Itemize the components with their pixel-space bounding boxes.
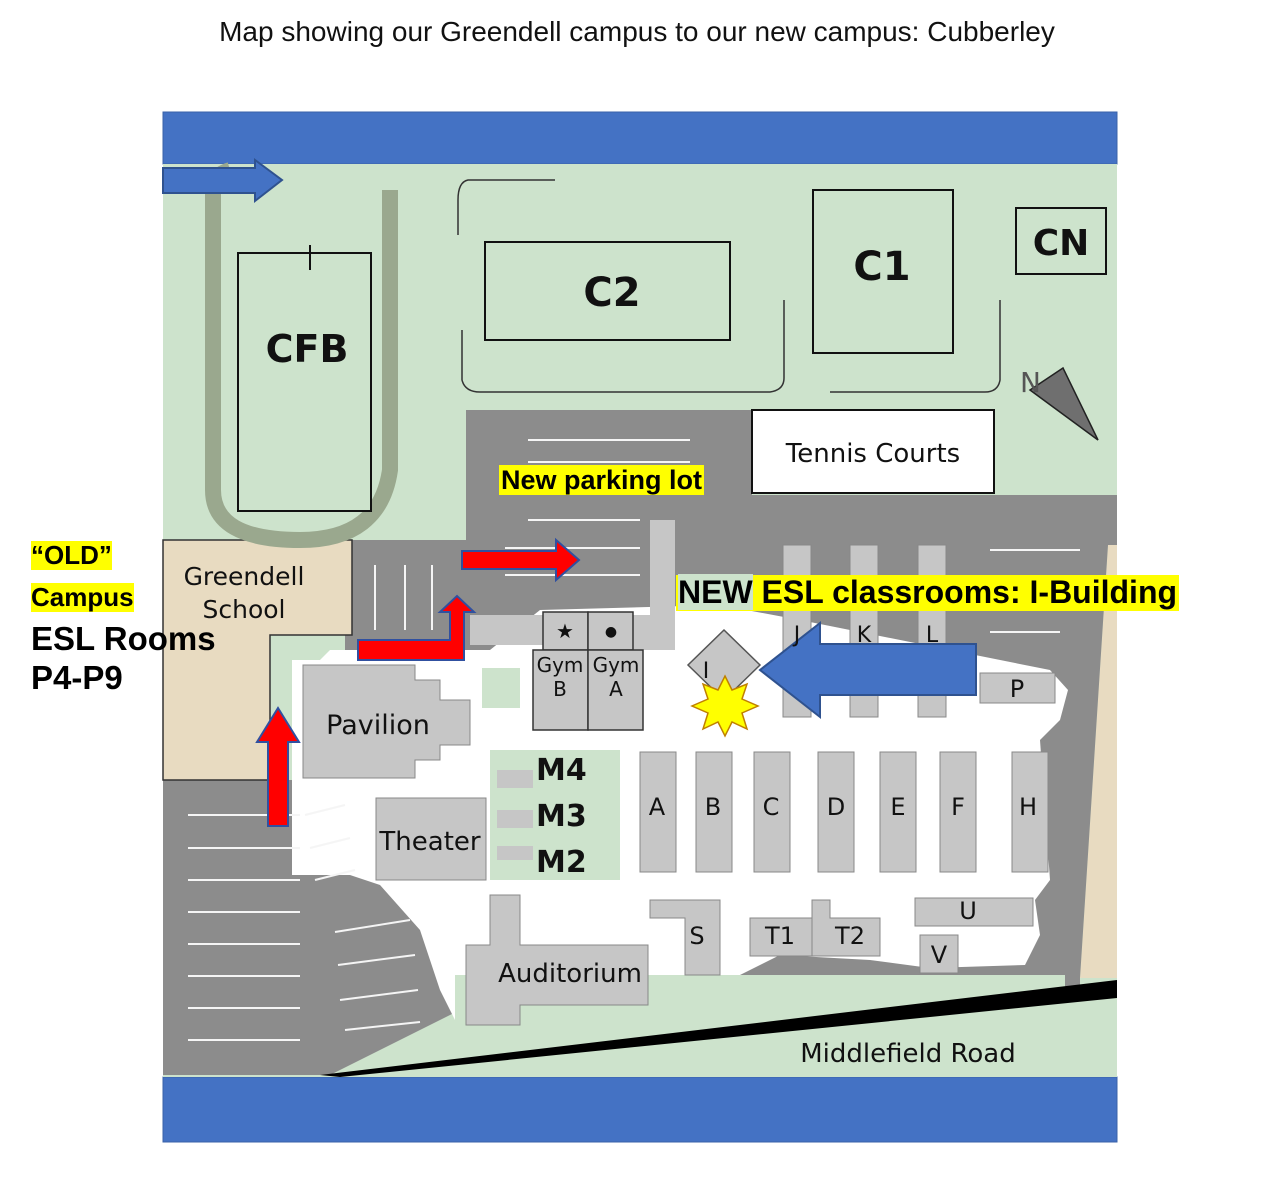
label-cfb: CFB — [266, 327, 349, 371]
c-building — [753, 751, 791, 873]
bottom-band — [162, 1076, 1118, 1143]
label-gym-b-1: Gym — [537, 653, 584, 677]
blue-arrow-top-icon — [162, 158, 284, 204]
middlefield-road-line — [320, 980, 1117, 1077]
gym-a-building — [587, 649, 644, 731]
label-pavilion: Pavilion — [326, 710, 430, 741]
m3-building — [497, 810, 533, 828]
new-esl-classrooms-label: NEW ESL classrooms: I-Building — [676, 574, 1180, 611]
top-band — [162, 111, 1118, 165]
c1-building — [812, 189, 954, 354]
label-cn: CN — [1033, 223, 1090, 264]
label-b: B — [705, 793, 721, 821]
label-e: E — [890, 793, 905, 821]
north-arrow-icon — [1028, 366, 1099, 441]
tennis-courts-building — [751, 409, 995, 494]
label-m3: M3 — [536, 799, 587, 834]
new-esl-new-word: NEW — [678, 574, 753, 610]
label-p: P — [1010, 675, 1024, 703]
label-gym-b-2: B — [553, 677, 567, 701]
label-theater: Theater — [378, 827, 480, 857]
running-track — [205, 190, 398, 549]
east-strip — [1080, 545, 1117, 978]
esl-rooms-line2: P4-P9 — [31, 659, 123, 696]
label-l: L — [926, 623, 939, 648]
v-building — [919, 934, 959, 974]
label-m2: M2 — [536, 845, 587, 880]
page-title: Map showing our Greendell campus to our … — [219, 16, 1055, 47]
label-gym-a-1: Gym — [593, 653, 640, 677]
c2-building — [484, 241, 731, 341]
auditorium-building — [465, 894, 649, 1026]
old-campus-line2: Campus — [31, 582, 134, 613]
label-auditorium: Auditorium — [498, 959, 642, 989]
label-tennis-courts: Tennis Courts — [785, 439, 960, 469]
new-esl-rest: ESL classrooms: I-Building — [752, 574, 1178, 610]
label-a: A — [649, 793, 666, 821]
blue-arrow-i-building-icon — [758, 620, 977, 720]
red-arrow-elbow-icon — [357, 594, 477, 661]
s-building — [649, 899, 721, 976]
m4-building — [497, 770, 533, 788]
gym-b-building — [532, 649, 589, 731]
red-arrow-parking-icon — [461, 537, 581, 583]
label-c1: C1 — [853, 244, 910, 290]
label-d: D — [827, 793, 845, 821]
green-square — [482, 668, 520, 708]
label-middlefield-road: Middlefield Road — [800, 1039, 1016, 1069]
b-building — [695, 751, 733, 873]
m2-building — [497, 846, 533, 860]
u-building — [914, 897, 1034, 927]
pavilion-building — [302, 664, 471, 779]
label-c2: C2 — [583, 270, 640, 316]
new-parking-lot-label: New parking lot — [499, 465, 705, 496]
greendell-parcel — [162, 539, 353, 781]
label-t2: T2 — [834, 922, 865, 950]
red-arrow-up-icon — [255, 706, 301, 827]
label-h: H — [1019, 793, 1037, 821]
star-marker-icon — [690, 674, 760, 738]
p-building — [979, 672, 1056, 704]
gym-dot-box — [587, 611, 634, 651]
label-u: U — [959, 897, 977, 925]
label-j: J — [792, 623, 801, 648]
label-m4: M4 — [536, 753, 587, 788]
label-greendell-2: School — [203, 595, 286, 624]
h-building — [1011, 751, 1049, 873]
label-k: K — [857, 623, 872, 648]
a-building — [639, 751, 677, 873]
label-gym-a-2: A — [609, 677, 623, 701]
label-north: N — [1020, 366, 1041, 399]
esl-rooms-line1: ESL Rooms — [31, 620, 216, 657]
cn-building — [1015, 207, 1107, 275]
label-gym-dot: ● — [605, 624, 617, 640]
gym-star-box — [542, 611, 589, 651]
t1-building — [749, 917, 813, 957]
label-i: I — [703, 659, 710, 684]
label-greendell-1: Greendell — [184, 562, 305, 591]
label-f: F — [951, 793, 965, 821]
label-gym-star: ★ — [556, 619, 574, 643]
parking-stripes — [188, 439, 1080, 1041]
theater-building — [375, 797, 487, 881]
label-c: C — [763, 793, 780, 821]
label-s: S — [689, 922, 704, 950]
e-building — [879, 751, 917, 873]
old-campus-line1: “OLD” — [31, 540, 112, 571]
label-v: V — [931, 941, 948, 969]
label-t1: T1 — [764, 922, 795, 950]
cfb-building — [237, 252, 372, 512]
t2-building — [811, 899, 881, 957]
d-building — [817, 751, 855, 873]
f-building — [939, 751, 977, 873]
